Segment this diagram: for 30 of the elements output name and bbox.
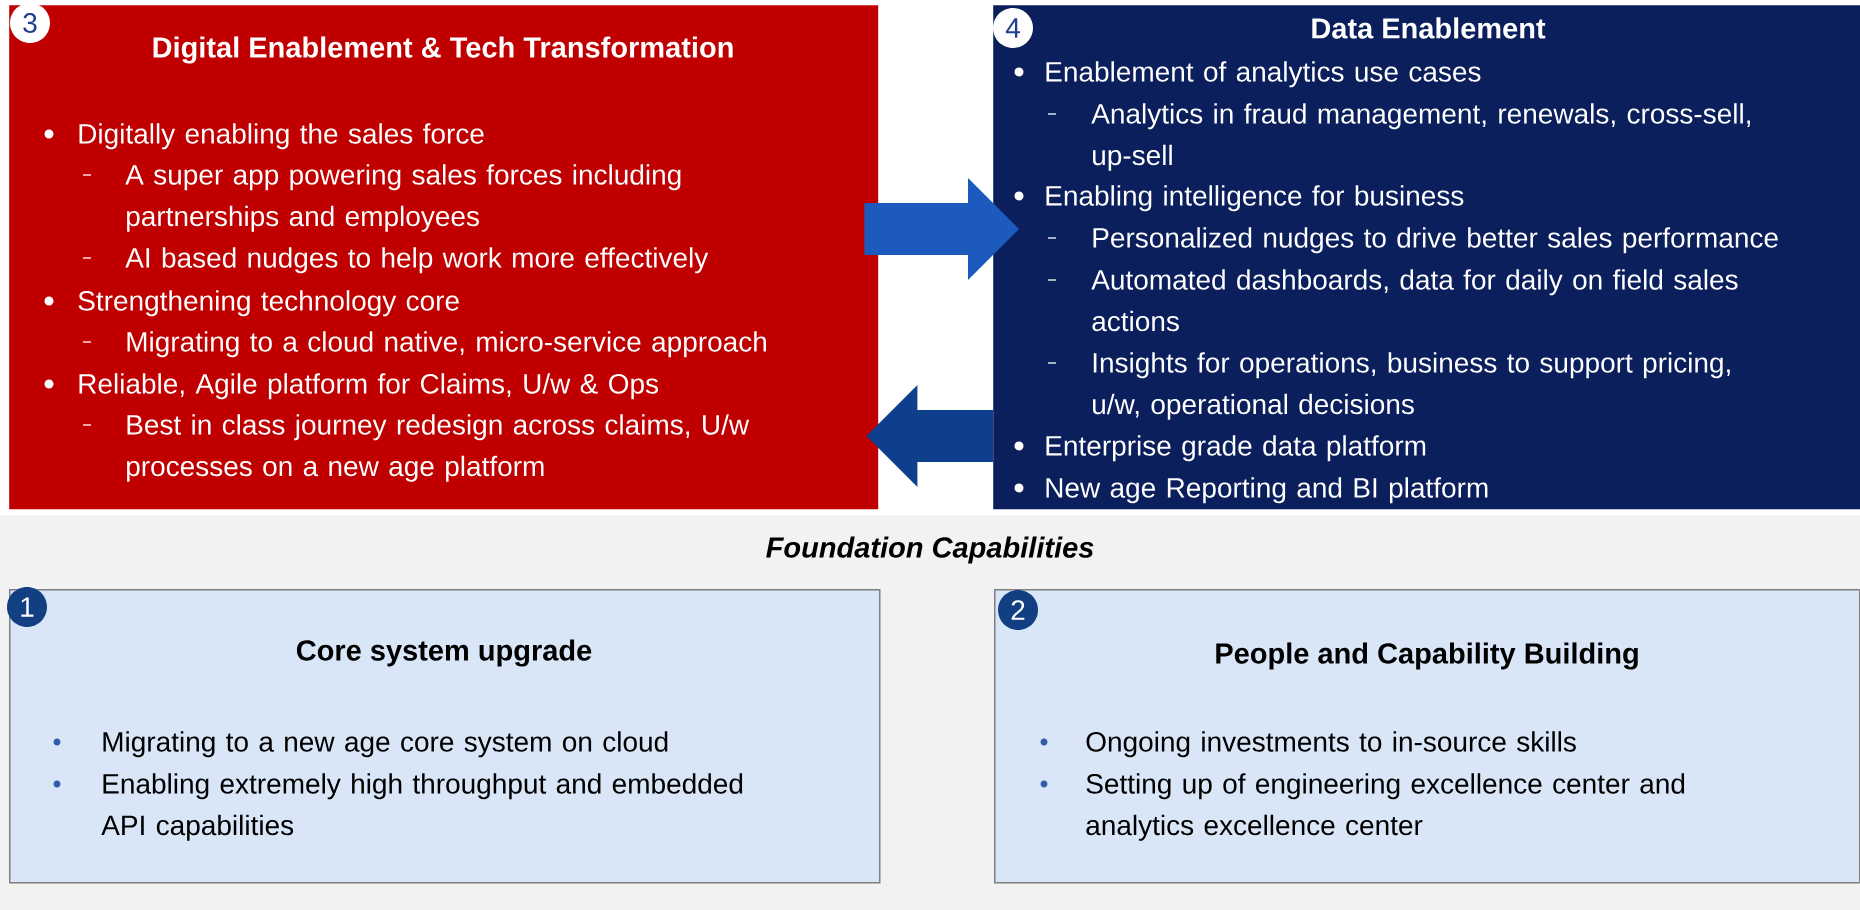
box-title: Core system upgrade — [296, 639, 592, 667]
bullet-text: Enablement of analytics use cases — [1046, 61, 1481, 88]
sub-bullet-text: A super app powering sales forces including partnerships and employees — [125, 164, 681, 232]
block-arrow — [866, 385, 993, 487]
bullet-text: Enabling intelligence for business — [1046, 185, 1464, 212]
sub-bullet-text: Personalized nudges to drive better sales performance — [1093, 227, 1778, 254]
sub-bullet-text: Best in class journey redesign across claims, U/w processes on a new age platform — [127, 414, 750, 482]
bullet-text: Digitally enabling the sales force — [79, 123, 484, 150]
bullet-text: Setting up of engineering excellence center and analytics excellence center — [1086, 773, 1685, 841]
sub-bullet-text: AI based nudges to help work more effectively — [125, 247, 709, 274]
box-title: Data Enablement — [1312, 17, 1546, 39]
number-badge: 4 — [993, 8, 1033, 48]
box-title: People and Capability Building — [1216, 642, 1638, 670]
block-arrow — [864, 178, 1019, 280]
bullet-text: New age Reporting and BI platform — [1046, 477, 1488, 504]
section-heading: Foundation Capabilities — [766, 536, 1094, 564]
sub-bullet-text: Insights for operations, business to support pricing, u/w, operational decisions — [1093, 352, 1730, 420]
number-badge: 3 — [10, 3, 50, 43]
box-title: Digital Enablement & Tech Transformation — [153, 36, 733, 64]
bullet-text: Strengthening technology core — [78, 290, 459, 317]
bullet-text: Reliable, Agile platform for Claims, U/w & Ops — [79, 373, 659, 400]
bullet-text: Migrating to a new age core system on cloud — [103, 731, 668, 758]
bullet-text: Ongoing investments to in-source skills — [1086, 731, 1576, 758]
sub-bullet-text: Migrating to a cloud native, micro-service approach — [127, 331, 766, 358]
number-badge: 1 — [7, 587, 47, 627]
number-badge: 2 — [998, 590, 1038, 630]
sub-bullet-text: Analytics in fraud management, renewals, cross-sell, up-sell — [1091, 103, 1750, 171]
sub-bullet-text: Automated dashboards, data for daily on field sales actions — [1091, 269, 1738, 332]
bullet-text: Enterprise grade data platform — [1046, 435, 1426, 462]
bullet-text: Enabling extremely high throughput and embedded API capabilities — [101, 773, 743, 841]
